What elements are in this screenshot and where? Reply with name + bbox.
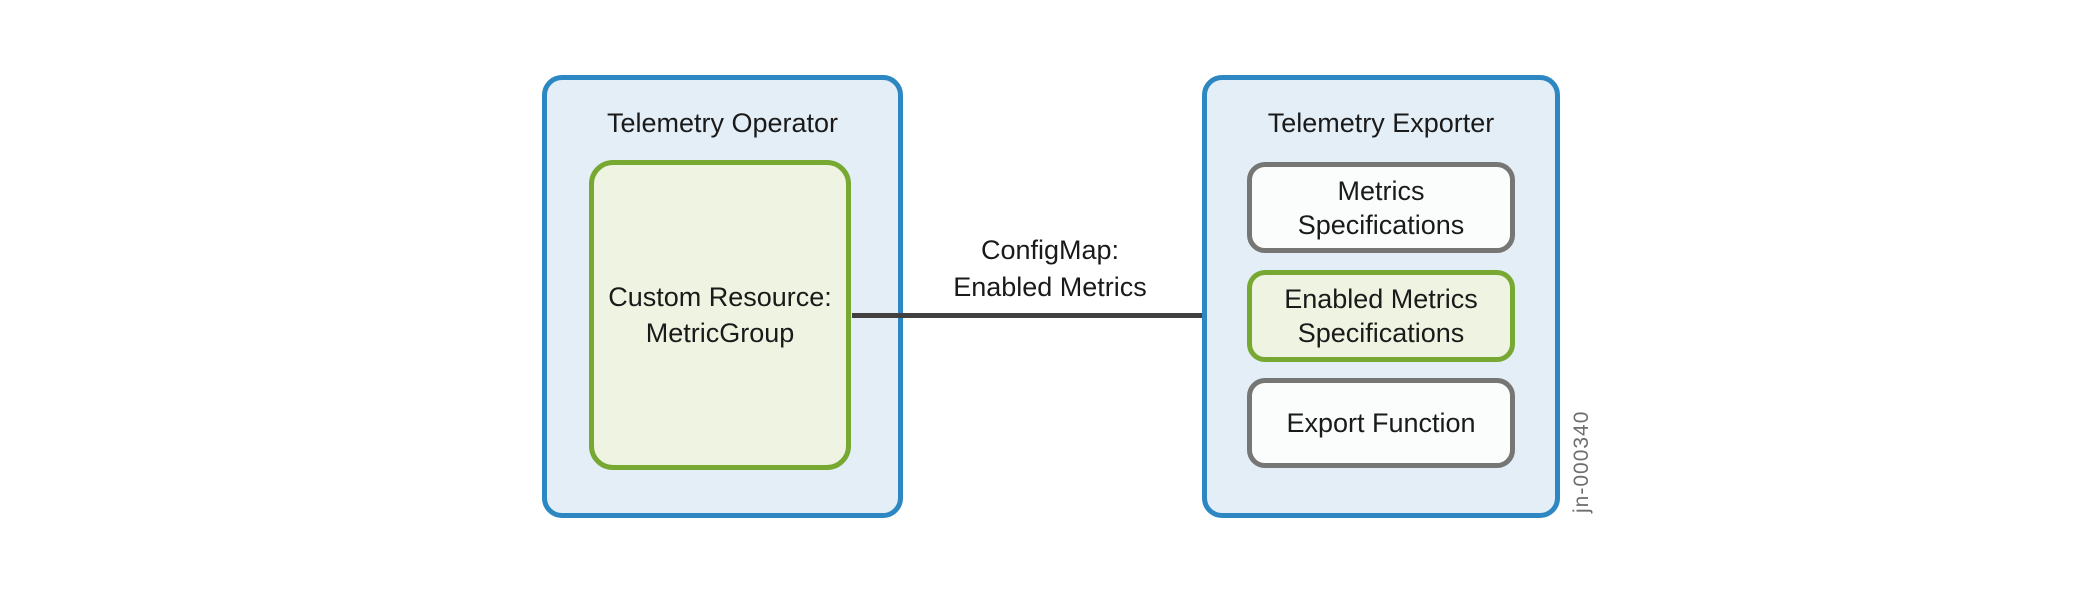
metrics-specifications-box: Metrics Specifications xyxy=(1247,162,1515,253)
configmap-arrow-label: ConfigMap: Enabled Metrics xyxy=(920,232,1180,306)
metrics-specifications-label-line2: Specifications xyxy=(1297,209,1465,240)
telemetry-exporter-title: Telemetry Exporter xyxy=(1267,108,1495,138)
telemetry-operator-group-box: Telemetry Operator Custom Resource: Metr… xyxy=(542,75,903,518)
configmap-arrow-label-line1: ConfigMap: xyxy=(980,235,1120,265)
telemetry-exporter-group-box: Telemetry Exporter Metrics Specification… xyxy=(1202,75,1560,518)
export-function-label: Export Function xyxy=(1286,408,1476,438)
custom-resource-label-line2: MetricGroup xyxy=(645,318,795,348)
export-function-box: Export Function xyxy=(1247,378,1515,468)
figure-id: jn-000340 xyxy=(1570,410,1593,514)
enabled-metrics-label-line2: Specifications xyxy=(1297,318,1465,348)
configmap-arrow-line xyxy=(852,313,1218,318)
custom-resource-metricgroup-box: Custom Resource: MetricGroup xyxy=(589,160,851,470)
enabled-metrics-label-line1: Enabled Metrics xyxy=(1284,284,1478,314)
configmap-arrow-label-line2: Enabled Metrics xyxy=(953,272,1147,302)
telemetry-operator-title: Telemetry Operator xyxy=(606,108,839,138)
metrics-specifications-label-line1: Metrics xyxy=(1337,175,1425,206)
custom-resource-label-line1: Custom Resource: xyxy=(608,282,832,312)
enabled-metrics-specifications-box: Enabled Metrics Specifications xyxy=(1247,270,1515,362)
